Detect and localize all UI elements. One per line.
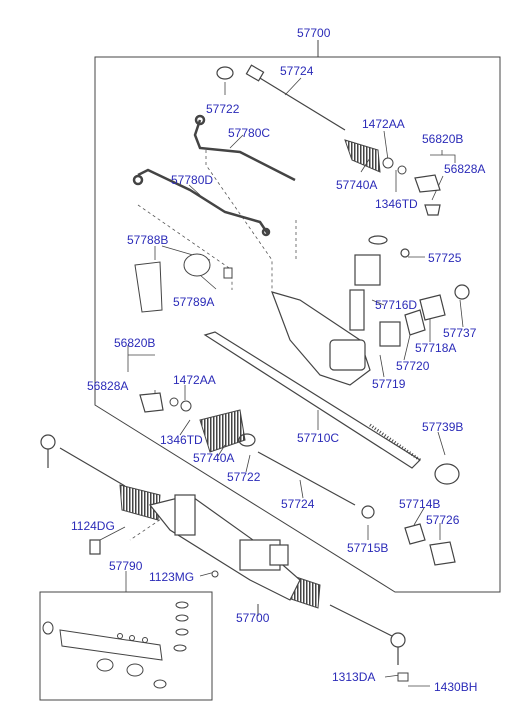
label-57780D: 57780D	[171, 173, 214, 187]
label-57714B: 57714B	[399, 497, 441, 511]
label-57724-mid: 57724	[281, 497, 315, 511]
label-57790: 57790	[109, 559, 143, 573]
label-57722-top: 57722	[206, 102, 240, 116]
gear-housing-lower	[89, 494, 301, 601]
label-1430BH: 1430BH	[434, 680, 478, 694]
label-57788B: 57788B	[127, 233, 169, 247]
label-57726: 57726	[426, 513, 460, 527]
label-57789A: 57789A	[173, 295, 215, 309]
label-1346TD-mid: 1346TD	[160, 433, 203, 447]
nuts	[93, 157, 409, 682]
label-57737: 57737	[443, 326, 477, 340]
gear-housing-upper	[271, 235, 470, 386]
label-57718A: 57718A	[415, 341, 457, 355]
label-57739B: 57739B	[422, 420, 464, 434]
label-1472AA-top: 1472AA	[362, 117, 405, 131]
label-57719: 57719	[372, 377, 406, 391]
label-56828A-top: 56828A	[444, 162, 486, 176]
mounting-bracket	[134, 253, 233, 313]
label-1124DG: 1124DG	[71, 519, 115, 533]
label-57725: 57725	[428, 251, 462, 265]
rack-tube	[203, 331, 460, 566]
label-57716D: 57716D	[375, 298, 418, 312]
tie-rod-upper	[216, 64, 346, 131]
label-57724-top: 57724	[280, 64, 314, 78]
label-56820B-mid: 56820B	[114, 336, 156, 350]
label-57700-top: 57700	[297, 26, 331, 40]
label-57715B: 57715B	[347, 541, 389, 555]
label-1472AA-mid: 1472AA	[173, 373, 216, 387]
boots	[119, 139, 381, 609]
assembly-outline	[94, 40, 501, 616]
label-56828A-mid: 56828A	[87, 379, 129, 393]
label-57710C: 57710C	[297, 431, 340, 445]
label-57780C: 57780C	[228, 126, 271, 140]
repair-kit-box	[39, 591, 213, 701]
label-57740A-mid: 57740A	[193, 451, 235, 465]
tie-rod-ends	[40, 174, 441, 665]
label-57740A-top: 57740A	[336, 178, 378, 192]
label-1346TD-top: 1346TD	[375, 197, 418, 211]
label-56820B-top: 56820B	[422, 132, 464, 146]
label-1313DA: 1313DA	[332, 670, 376, 684]
label-57700-bot: 57700	[236, 611, 270, 625]
feed-pipes	[132, 114, 296, 237]
label-1123MG: 1123MG	[149, 570, 195, 584]
label-57722-mid: 57722	[227, 470, 261, 484]
label-57720: 57720	[396, 359, 430, 373]
